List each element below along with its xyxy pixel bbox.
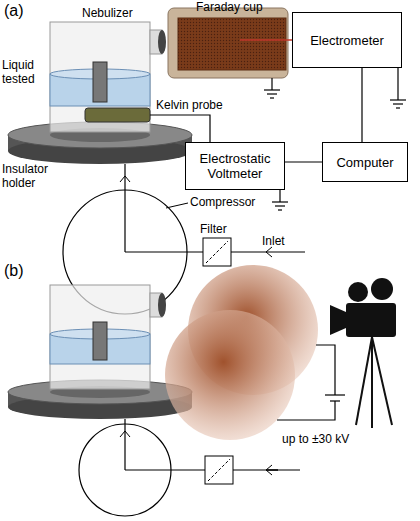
signal-wire xyxy=(362,68,363,142)
part-name: Filter xyxy=(200,222,227,236)
part-name: Nebulizer xyxy=(82,6,133,20)
electrometer-box: Electrometer xyxy=(292,12,402,68)
node-label: Electrostatic Voltmeter xyxy=(191,151,279,181)
part-name: Liquid tested xyxy=(2,58,48,86)
voltmeter-box: Electrostatic Voltmeter xyxy=(185,142,285,190)
panel-letter: (b) xyxy=(4,262,24,280)
part-name: Insulator holder xyxy=(2,162,60,190)
part-name: Kelvin probe xyxy=(156,98,223,112)
voltage-label: up to ±30 kV xyxy=(282,432,349,446)
part-name: Faraday cup xyxy=(196,0,263,14)
node-label: Electrometer xyxy=(310,33,384,48)
part-name: Compressor xyxy=(190,195,255,209)
computer-box: Computer xyxy=(322,142,408,182)
panel-letter: (a) xyxy=(4,2,24,20)
node-label: Computer xyxy=(336,155,393,170)
signal-wire xyxy=(285,162,322,163)
part-name: Inlet xyxy=(262,234,285,248)
